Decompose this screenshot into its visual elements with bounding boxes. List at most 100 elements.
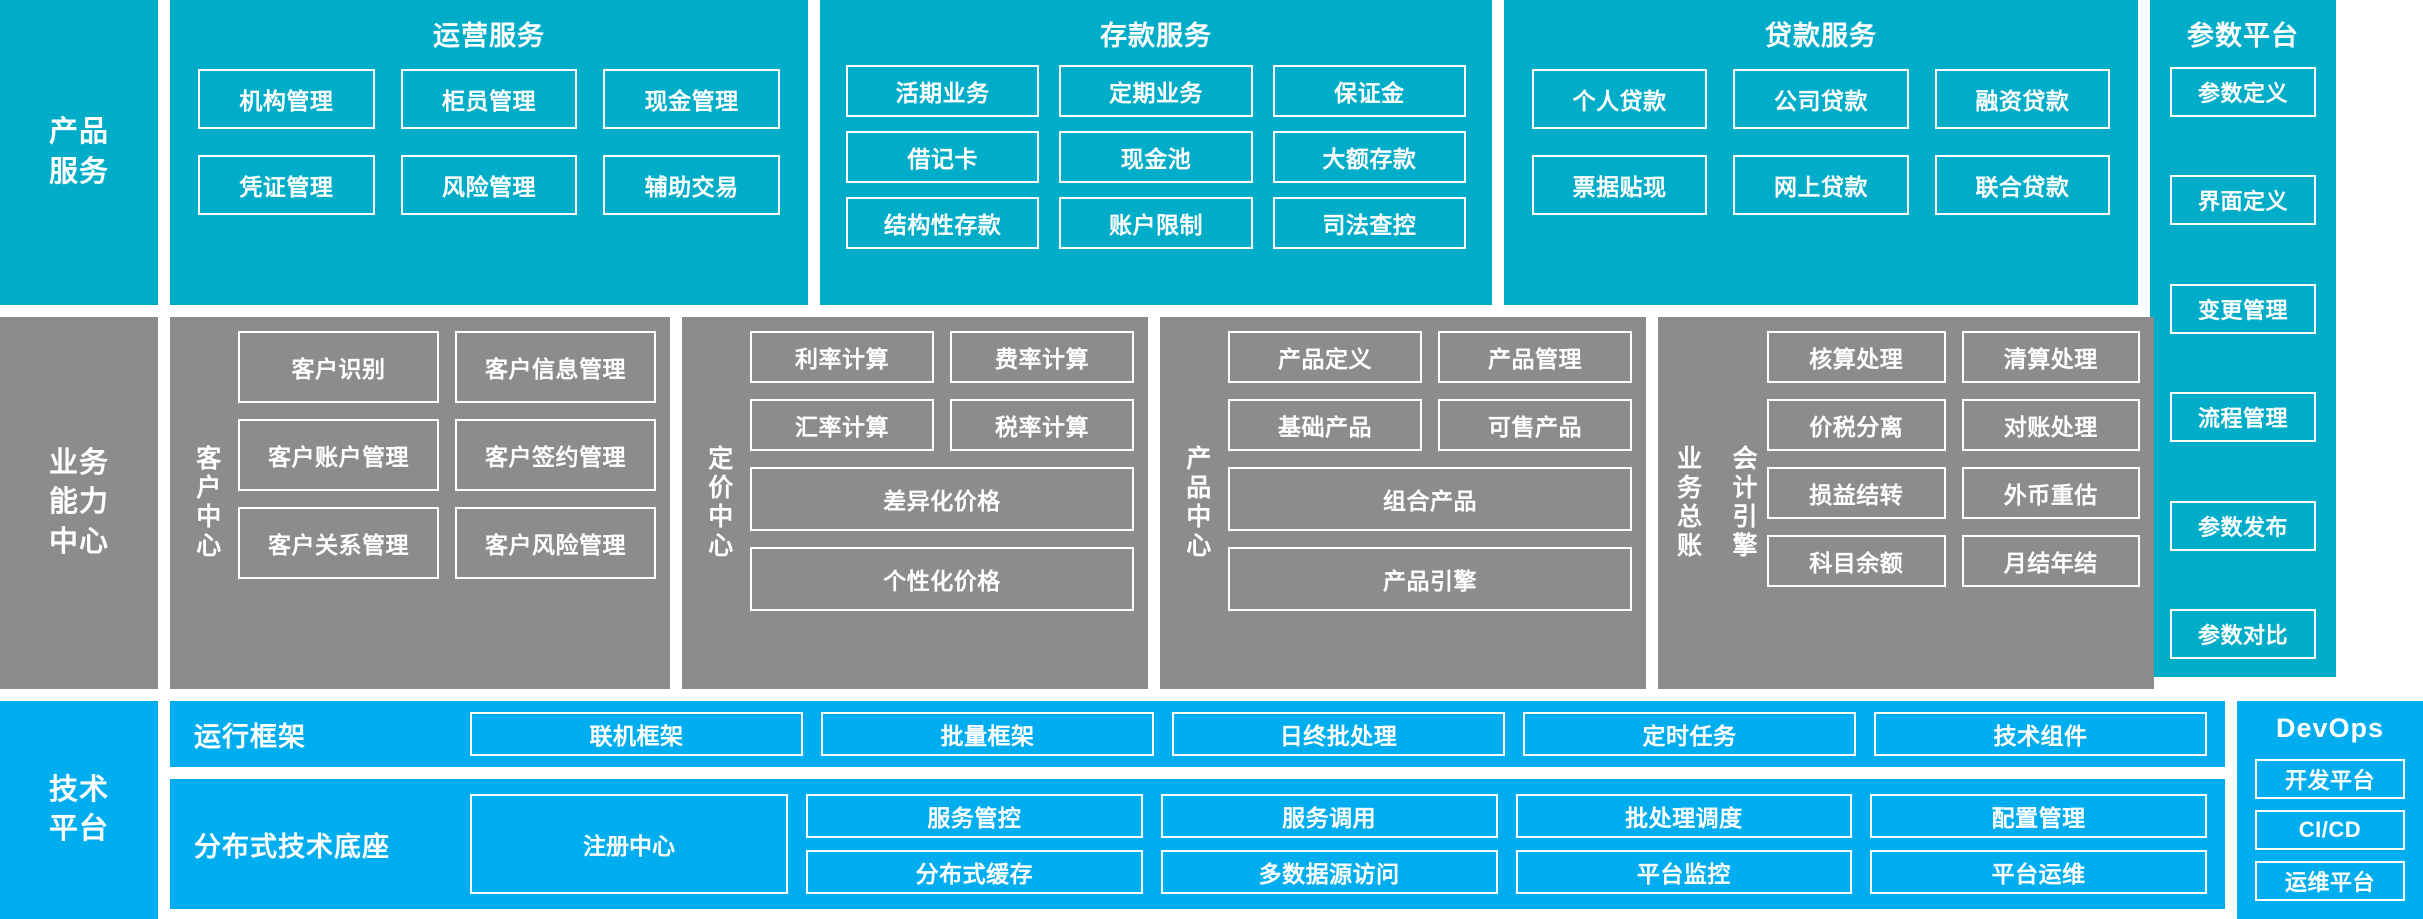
base-box[interactable]: 批处理调度 [1515,794,1853,838]
service-box[interactable]: 融资贷款 [1934,69,2110,129]
panel-pricing-center: 定价中心 利率计算 费率计算 汇率计算 税率计算 差异化价格 个性化价格 [682,317,1148,689]
panel-product-center: 产品中心 产品定义 产品管理 基础产品 可售产品 组合产品 产品引擎 [1160,317,1646,689]
panel-devops: DevOps 开发平台 CI/CD 运维平台 [2237,701,2423,919]
devops-box[interactable]: 开发平台 [2255,759,2405,799]
base-box[interactable]: 配置管理 [1870,794,2207,838]
panel-parameter-platform: 参数平台 参数定义 界面定义 变更管理 流程管理 参数发布 参数对比 [2150,0,2336,677]
cell-row: 汇率计算 税率计算 [750,399,1134,451]
framework-box[interactable]: 技术组件 [1874,712,2207,756]
service-box[interactable]: 司法查控 [1272,197,1466,249]
service-box[interactable]: 定期业务 [1059,65,1253,117]
service-box[interactable]: 现金管理 [603,69,780,129]
parameter-box[interactable]: 参数发布 [2170,500,2316,551]
service-box[interactable]: 活期业务 [846,65,1040,117]
panel-deposit-services: 存款服务 活期业务 定期业务 保证金 借记卡 现金池 大额存款 结构性存款 账户… [820,0,1492,305]
capability-box[interactable]: 个性化价格 [750,547,1134,611]
capability-box[interactable]: 客户识别 [238,331,439,403]
cell-row: 客户账户管理 客户签约管理 [238,419,656,491]
capability-box[interactable]: 利率计算 [750,331,934,383]
customer-center-label: 客户中心 [192,445,221,561]
service-box[interactable]: 大额存款 [1272,131,1466,183]
capability-box[interactable]: 汇率计算 [750,399,934,451]
capability-box[interactable]: 产品引擎 [1228,547,1632,611]
cell-row: 核算处理 清算处理 [1767,331,2140,383]
devops-box[interactable]: CI/CD [2255,810,2405,850]
service-box[interactable]: 公司贷款 [1733,69,1909,129]
service-box[interactable]: 保证金 [1272,65,1466,117]
base-box[interactable]: 服务调用 [1160,794,1498,838]
capability-box[interactable]: 客户风险管理 [455,507,656,579]
base-box[interactable]: 多数据源访问 [1160,850,1498,894]
capability-box[interactable]: 产品管理 [1438,331,1632,383]
parameter-platform-list: 参数定义 界面定义 变更管理 流程管理 参数发布 参数对比 [2150,63,2336,677]
service-box[interactable]: 辅助交易 [603,155,780,215]
parameter-box[interactable]: 变更管理 [2170,283,2316,334]
layer-label-business: 业务能力中心 [0,317,158,689]
capability-box[interactable]: 对账处理 [1961,399,2140,451]
base-box[interactable]: 平台监控 [1515,850,1853,894]
base-column: 服务管控 分布式缓存 [806,794,1143,894]
capability-box[interactable]: 价税分离 [1767,399,1946,451]
base-column: 服务调用 多数据源访问 [1160,794,1498,894]
base-box[interactable]: 服务管控 [806,794,1143,838]
base-box[interactable]: 分布式缓存 [806,850,1143,894]
parameter-box[interactable]: 参数定义 [2170,67,2316,117]
service-box[interactable]: 联合贷款 [1934,155,2110,215]
parameter-platform-title: 参数平台 [2187,21,2299,51]
service-box[interactable]: 柜员管理 [400,69,578,129]
service-box[interactable]: 凭证管理 [198,155,375,215]
cell-row: 价税分离 对账处理 [1767,399,2140,451]
capability-box[interactable]: 费率计算 [950,331,1134,383]
capability-box[interactable]: 基础产品 [1228,399,1422,451]
distributed-base-label: 分布式技术底座 [194,831,390,862]
deposit-services-title: 存款服务 [1100,21,1212,51]
capability-box[interactable]: 核算处理 [1767,331,1946,383]
capability-box[interactable]: 客户关系管理 [238,507,439,579]
parameter-box[interactable]: 流程管理 [2170,392,2316,443]
capability-box[interactable]: 客户签约管理 [455,419,656,491]
service-box[interactable]: 个人贷款 [1532,69,1708,129]
framework-box[interactable]: 批量框架 [821,712,1154,756]
cell-row: 客户关系管理 客户风险管理 [238,507,656,579]
capability-box[interactable]: 损益结转 [1767,467,1946,519]
base-box[interactable]: 平台运维 [1870,850,2207,894]
capability-box[interactable]: 客户信息管理 [455,331,656,403]
capability-box[interactable]: 税率计算 [950,399,1134,451]
cell-row: 产品定义 产品管理 [1228,331,1632,383]
layer-label-business-text: 业务能力中心 [48,447,109,558]
service-box[interactable]: 现金池 [1059,131,1253,183]
parameter-box[interactable]: 界面定义 [2170,175,2316,226]
capability-box[interactable]: 科目余额 [1767,535,1946,587]
layer-label-technology-text: 技术平台 [48,773,109,845]
layer-label-products: 产品服务 [0,0,158,305]
capability-box[interactable]: 月结年结 [1961,535,2140,587]
service-box[interactable]: 机构管理 [198,69,375,129]
registry-box[interactable]: 注册中心 [470,794,788,894]
accounting-center-cells: 核算处理 清算处理 价税分离 对账处理 损益结转 外币重估 科目余额 月结年结 [1767,331,2140,675]
service-box[interactable]: 票据贴现 [1532,155,1708,215]
capability-box[interactable]: 可售产品 [1438,399,1632,451]
devops-title: DevOps [2275,713,2385,743]
capability-box[interactable]: 外币重估 [1961,467,2140,519]
devops-box[interactable]: 运维平台 [2255,861,2405,901]
framework-box[interactable]: 联机框架 [470,712,803,756]
parameter-box[interactable]: 参数对比 [2170,608,2316,659]
customer-center-cells: 客户识别 客户信息管理 客户账户管理 客户签约管理 客户关系管理 客户风险管理 [238,331,656,675]
capability-box[interactable]: 组合产品 [1228,467,1632,531]
capability-box[interactable]: 客户账户管理 [238,419,439,491]
product-services-row: 产品服务 运营服务 机构管理 柜员管理 现金管理 凭证管理 风险管理 辅助交易 … [0,0,2423,677]
cell-row: 基础产品 可售产品 [1228,399,1632,451]
capability-box[interactable]: 产品定义 [1228,331,1422,383]
framework-box[interactable]: 定时任务 [1523,712,1856,756]
service-box[interactable]: 网上贷款 [1733,155,1909,215]
capability-box[interactable]: 差异化价格 [750,467,1134,531]
deposit-services-grid: 活期业务 定期业务 保证金 借记卡 现金池 大额存款 结构性存款 账户限制 司法… [820,53,1492,269]
framework-box[interactable]: 日终批处理 [1172,712,1505,756]
capability-box[interactable]: 清算处理 [1961,331,2140,383]
service-box[interactable]: 结构性存款 [846,197,1040,249]
service-box[interactable]: 风险管理 [400,155,578,215]
service-box[interactable]: 账户限制 [1059,197,1253,249]
panel-customer-center: 客户中心 客户识别 客户信息管理 客户账户管理 客户签约管理 客户关系管理 客户… [170,317,670,689]
service-box[interactable]: 借记卡 [846,131,1040,183]
run-framework-items: 联机框架 批量框架 日终批处理 定时任务 技术组件 [470,712,2207,756]
